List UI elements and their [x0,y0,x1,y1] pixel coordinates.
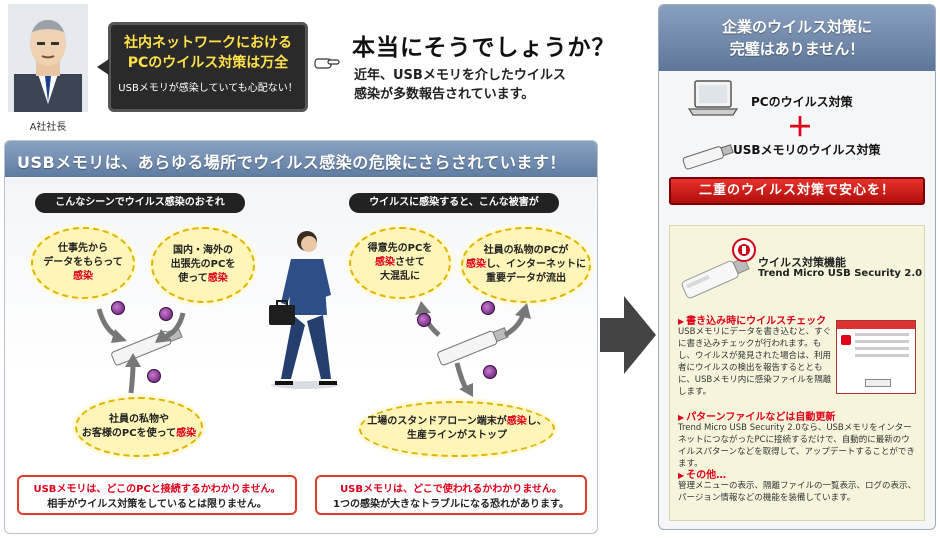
feature-1-body: USBメモリにデータを書き込むと、すぐに書き込みチェックが行われます。もし、ウイ… [678,327,832,397]
right-header-line-1: 企業のウイルス対策に [721,18,872,36]
virus-icon [147,369,161,383]
president-caption: A社社長 [29,122,67,133]
cloud-damage-3-line-1: 工場のスタンドアローン端末が [367,416,507,427]
warning-box-right: USBメモリは、どこで使われるかわかりません。 1つの感染が大きなトラブルになる… [315,475,587,515]
cloud-scene-1-line-2: データをもらって [43,257,123,268]
cloud-damage-2-line-2: し、インターネットに [486,259,586,270]
cloud-damage-1: 得意先のPCを 感染させて 大混乱に [349,227,451,299]
cloud-damage-1-line-2: させて [395,257,425,268]
bubble-line-2: PCのウイルス対策は万全 [127,55,289,71]
pc-protection-label: PCのウイルス対策 [751,95,853,109]
feature-1-title: 書き込み時にウイルスチェック [678,312,826,327]
feature-3-body: 管理メニューの表示、隔離ファイルの一覧表示、ログの表示、パージョン情報などの機能… [678,481,917,503]
cloud-damage-3-red: 感染 [506,416,527,427]
double-protection-banner: 二重のウイルス対策で安心を！ [669,177,925,205]
virus-icon [483,365,497,379]
scene-label-left: こんなシーンでウイルス感染のおそれ [35,193,245,213]
right-header-line-2: 完璧はありません！ [729,40,865,58]
cloud-damage-3: 工場のスタンドアローン端末が感染し、 生産ラインがストップ [359,401,555,457]
virus-icon [481,301,495,315]
warning-box-left: USBメモリは、どこのPCと接続するかわかりません。 相手がウイルス対策をしてい… [17,475,297,515]
feature-3-title: その他… [678,466,726,481]
cloud-scene-2-line-3: 使って [178,273,208,284]
cloud-scene-1-line-1: 仕事先から [58,243,108,254]
virus-icon [417,313,431,327]
cloud-damage-3-line-2: し、 [526,416,547,427]
cloud-scene-1-red: 感染 [73,271,93,282]
main-header: USBメモリは、あらゆる場所でウイルス感染の危険にさらされています！ [5,141,597,177]
warning-right-red: USBメモリは、どこで使われるかわかりません。 [340,484,562,495]
bubble-line-1: 社内ネットワークにおける [124,35,292,51]
cloud-damage-3-line-3: 生産ラインがストップ [407,430,507,441]
question-title: 本当にそうでしょうか？ [352,35,616,61]
cloud-damage-1-line-3: 大混乱に [380,271,420,282]
infection-arrows-icon [96,308,186,394]
warning-right-black: 1つの感染が大きなトラブルになる恐れがあります。 [333,499,569,510]
laptop-icon [687,80,739,116]
cloud-damage-2-line-3: 重要データが流出 [486,273,566,284]
cloud-scene-2-line-2: 出張先のPCを [170,259,236,270]
cloud-damage-1-red: 感染 [375,257,395,268]
cloud-scene-3-line-2: お客様のPCを使って [81,428,177,439]
cloud-scene-3: 社員の私物や お客様のPCを使って感染 [75,397,203,457]
right-panel: 企業のウイルス対策に 完璧はありません！ PCのウイルス対策 ＋ USBメモリの… [658,4,936,530]
virus-alert-dialog-image [836,320,916,394]
cloud-scene-3-red: 感染 [176,428,197,439]
main-panel: USBメモリは、あらゆる場所でウイルス感染の危険にさらされています！ こんなシー… [4,140,598,534]
cloud-scene-2: 国内・海外の 出張先のPCを 使って感染 [151,227,255,303]
usb-protection-label: USBメモリのウイルス対策 [733,143,881,157]
question-subtext: 近年、USBメモリを介したウイルス 感染が多数報告されています。 [354,66,614,104]
cloud-scene-2-line-1: 国内・海外の [173,245,233,256]
cloud-damage-2-line-1: 社員の私物のPCが [483,245,569,256]
speech-bubble: 社内ネットワークにおける PCのウイルス対策は万全 USBメモリが感染していても… [97,22,308,112]
virus-icon [159,307,173,321]
plus-sign: ＋ [787,113,814,143]
businessman-illustration [269,231,339,389]
bubble-sub-text: USBメモリが感染していても心配ない！ [118,83,298,94]
cloud-damage-1-line-1: 得意先のPCを [367,243,433,254]
bubble-main-text: 社内ネットワークにおける PCのウイルス対策は万全 [111,33,305,73]
virus-icon [111,301,125,315]
cloud-scene-1: 仕事先から データをもらって 感染 [31,227,135,299]
right-header: 企業のウイルス対策に 完璧はありません！ [659,5,935,71]
warning-left-black: 相手がウイルス対策をしているとは限りません。 [47,499,267,510]
feature-2-title: パターンファイルなどは自動更新 [678,408,835,423]
product-info-box: ウイルス対策機能 Trend Micro USB Security 2.0 書き… [669,225,925,521]
pointing-hand-icon [314,58,340,69]
trend-micro-logo-icon [732,238,756,262]
feature-2-body: Trend Micro USB Security 2.0なら、USBメモリをイン… [678,423,915,469]
question-line-1: 近年、USBメモリを介したウイルス [354,68,566,83]
warning-left-red: USBメモリは、どこのPCと接続するかわかりません。 [33,484,281,495]
cloud-damage-2-red: 感染 [466,259,486,270]
president-illustration [8,4,88,112]
cloud-scene-3-line-1: 社員の私物や [109,414,169,425]
big-right-arrow-icon [600,296,656,374]
product-function-label: ウイルス対策機能 [758,256,846,269]
usb-stick-icon [682,144,734,170]
usb-stick-icon [437,327,509,366]
question-line-2: 感染が多数報告されています。 [354,87,535,102]
cloud-damage-2: 社員の私物のPCが 感染し、インターネットに 重要データが流出 [461,227,591,303]
cloud-scene-2-red: 感染 [207,273,228,284]
scene-label-right: ウイルスに感染すると、こんな被害が [349,193,559,213]
product-name: Trend Micro USB Security 2.0 [758,268,923,279]
